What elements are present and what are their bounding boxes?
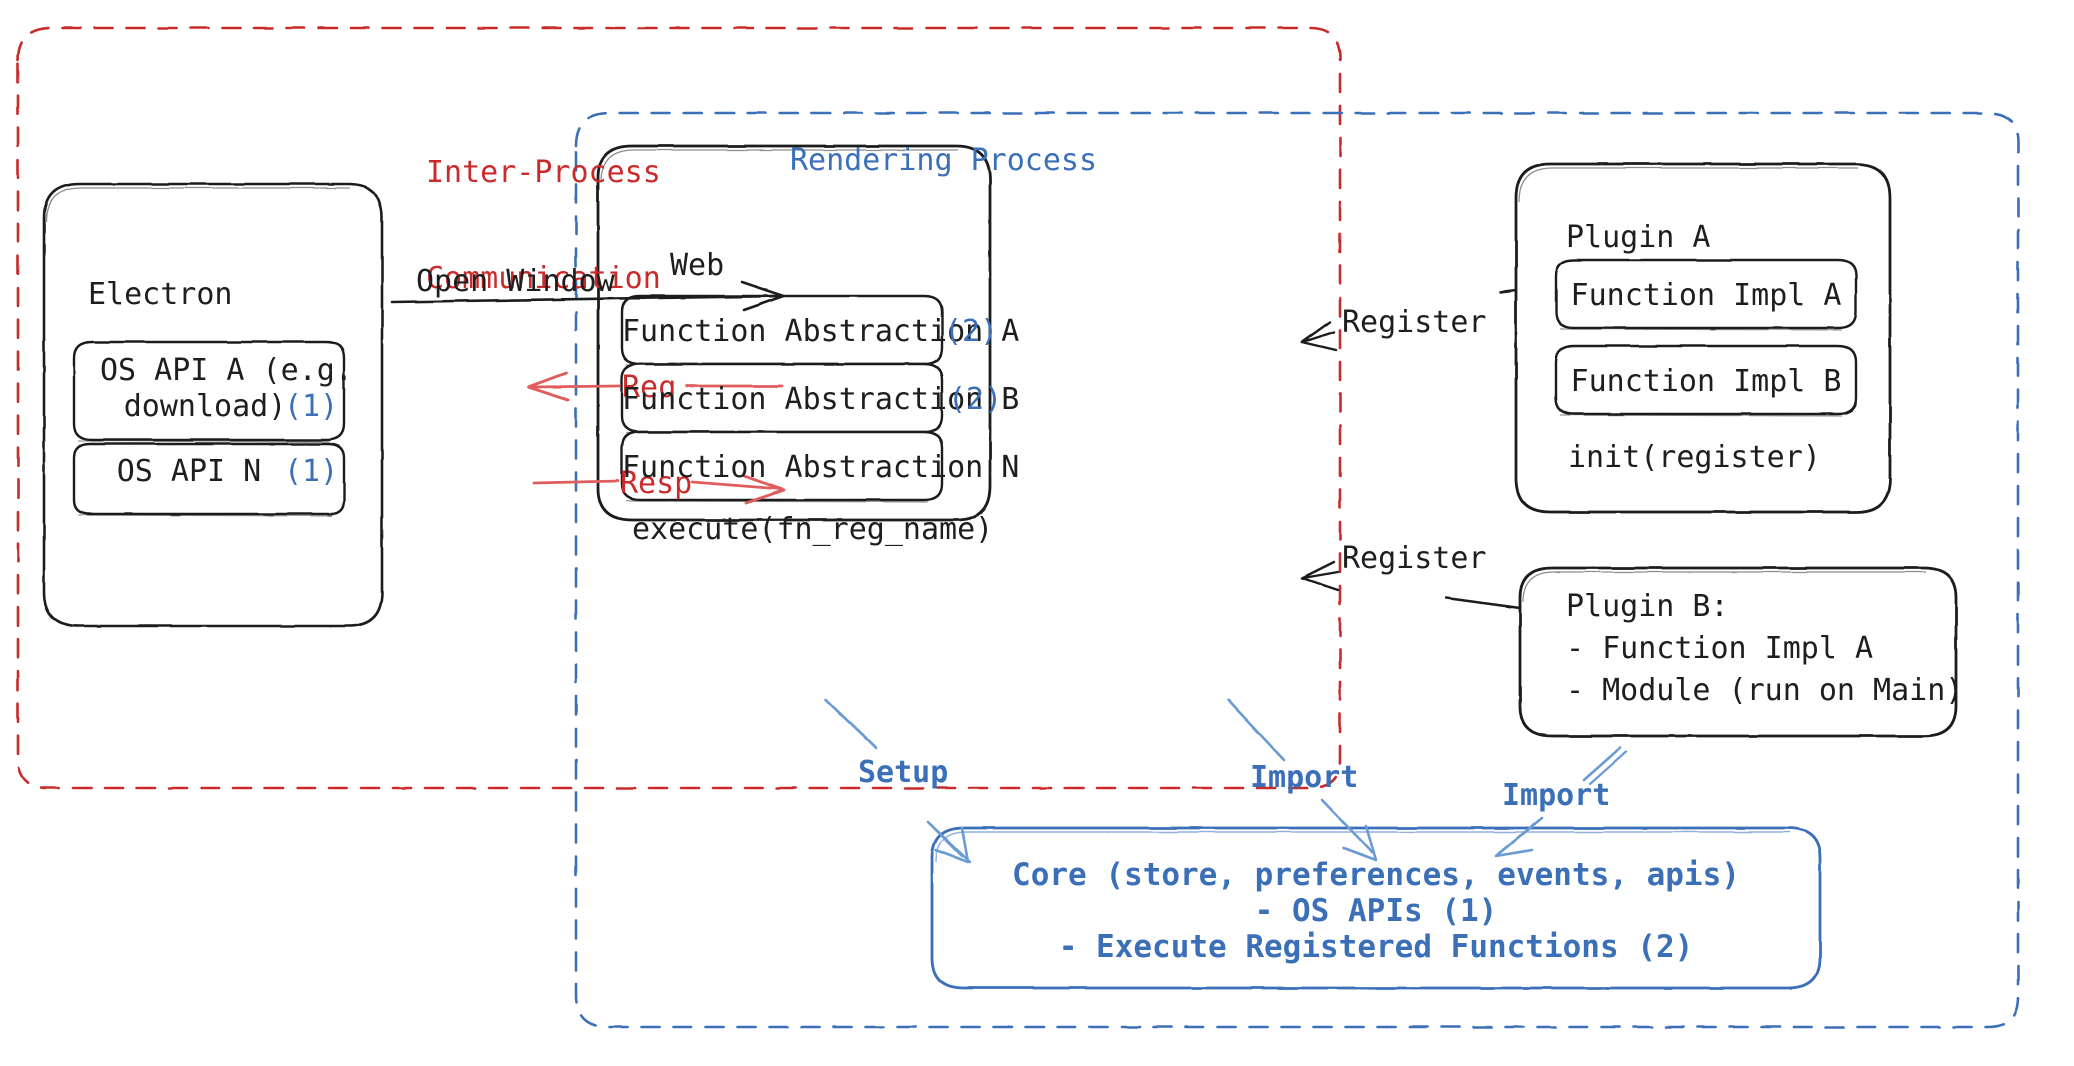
edge-label-req: Req (622, 370, 677, 405)
os-api-a-label-line1: OS API A (e.g. (100, 353, 353, 388)
electron-title: Electron (88, 277, 233, 312)
web-title: Web (670, 248, 725, 283)
core-line-3: - Execute Registered Functions (2) (1058, 929, 1694, 965)
edge-label-open-window: Open Window (416, 264, 615, 299)
plugin-a-init-footer: init(register) (1568, 440, 1821, 475)
function-impl-a-label: Function Impl A (1570, 278, 1842, 313)
function-impl-b-label: Function Impl B (1570, 364, 1842, 399)
ipc-region-label-line1: Inter-Process (426, 154, 661, 190)
function-abstraction-n-label: Function Abstraction N (622, 450, 1020, 485)
edge-label-setup: Setup (858, 755, 949, 790)
ipc-region-label: Inter-Process Communication (426, 84, 661, 367)
edge-label-resp: Resp (620, 466, 693, 501)
plugin-b-item-1: - Function Impl A (1566, 631, 1874, 666)
edge-label-import-plugin-b: Import (1502, 778, 1611, 813)
function-abstraction-a-label: Function Abstraction A (622, 314, 1020, 349)
rendering-process-label: Rendering Process (790, 143, 1098, 178)
os-api-n-label: OS API N (116, 454, 262, 489)
plugin-b-title: Plugin B: (1566, 589, 1729, 624)
core-line-1: Core (store, preferences, events, apis) (1012, 857, 1740, 893)
core-line-2: - OS APIs (1) (1254, 893, 1498, 929)
edge-label-import-web: Import (1250, 760, 1359, 795)
edge-label-register-plugin-a: Register (1342, 305, 1487, 340)
os-api-a-badge: (1) (284, 389, 339, 424)
ipc-region-label-line2: Communication (426, 260, 661, 296)
web-execute-footer: execute(fn_reg_name) (632, 512, 994, 547)
os-api-a-label-line2: download) (123, 389, 287, 424)
plugin-a-title: Plugin A (1566, 220, 1711, 255)
function-abstraction-b-label: Function Abstraction B (622, 382, 1020, 417)
function-abstraction-b-badge: (2) (948, 382, 1003, 417)
os-api-n-badge: (1) (284, 454, 339, 489)
plugin-b-item-2: - Module (run on Main) (1566, 673, 1964, 708)
function-abstraction-a-badge: (2) (944, 314, 999, 349)
edge-label-register-plugin-b: Register (1342, 541, 1487, 576)
